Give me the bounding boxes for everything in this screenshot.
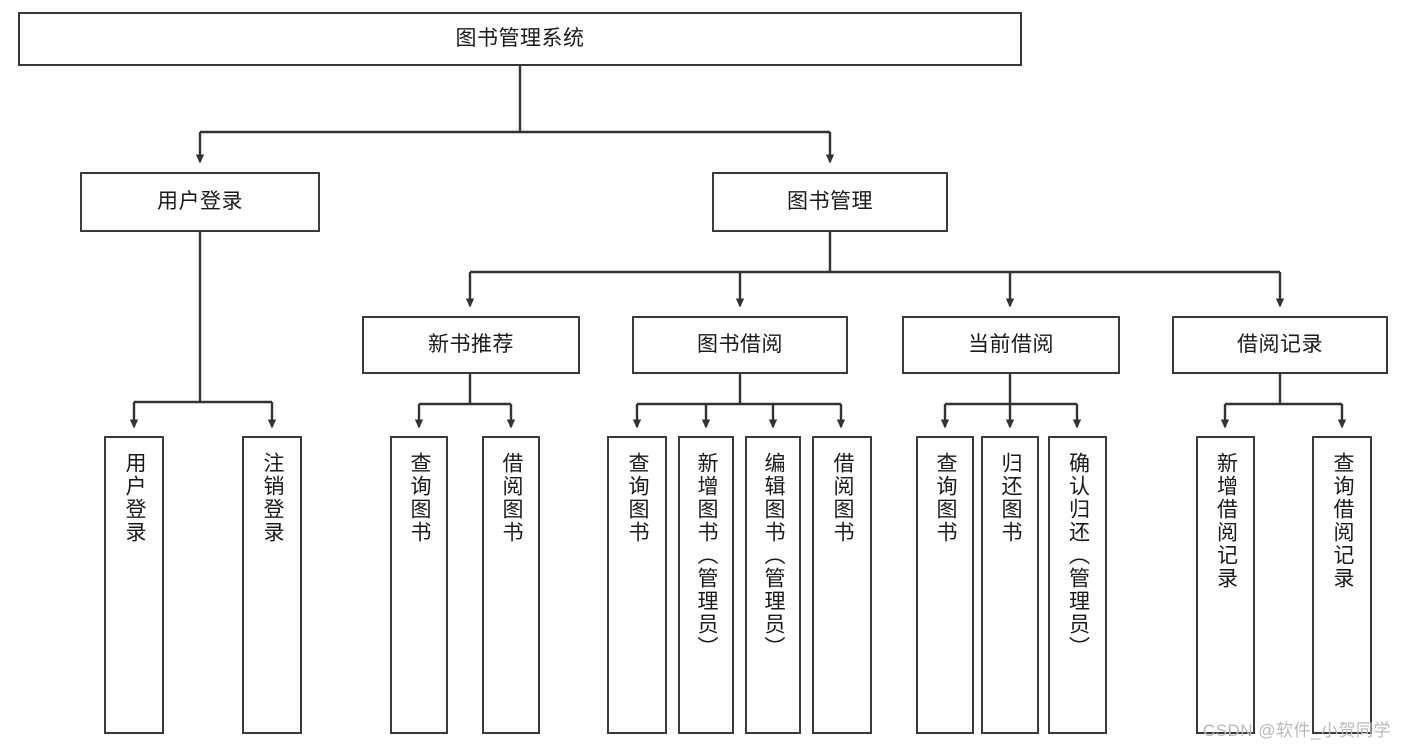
node-borrow-record[interactable]: 借阅记录: [1172, 316, 1388, 374]
leaf-query-book-recommend[interactable]: 查询图书: [390, 436, 448, 734]
leaf-user-login[interactable]: 用户登录: [104, 436, 164, 734]
node-label: 当前借阅: [968, 333, 1054, 357]
node-label: 借阅图书: [831, 452, 855, 544]
node-root[interactable]: 图书管理系统: [18, 12, 1022, 66]
node-label: 新书推荐: [428, 333, 514, 357]
node-label: 图书管理系统: [455, 27, 585, 51]
node-user-login[interactable]: 用户登录: [80, 172, 320, 232]
node-label: 查询借阅记录: [1331, 452, 1355, 590]
node-label: 注销登录: [261, 452, 285, 544]
node-label: 借阅记录: [1237, 333, 1323, 357]
leaf-query-book-borrow[interactable]: 查询图书: [607, 436, 667, 734]
node-label: 用户登录: [157, 190, 243, 214]
node-label: 借阅图书: [500, 452, 524, 544]
node-label: 查询图书: [934, 452, 958, 544]
node-label: 用户登录: [123, 452, 147, 544]
leaf-confirm-return-admin[interactable]: 确认归还（管理员）: [1048, 436, 1107, 734]
watermark: CSDN @软件_小贺同学: [1202, 721, 1391, 740]
node-label: 查询图书: [626, 452, 650, 544]
leaf-query-book-current[interactable]: 查询图书: [916, 436, 974, 734]
node-label: 图书借阅: [697, 333, 783, 357]
node-new-book-recommend[interactable]: 新书推荐: [362, 316, 580, 374]
leaf-edit-book-admin[interactable]: 编辑图书（管理员）: [745, 436, 801, 734]
node-current-borrow[interactable]: 当前借阅: [902, 316, 1120, 374]
node-label: 新增图书（管理员）: [695, 452, 719, 659]
leaf-add-book-admin[interactable]: 新增图书（管理员）: [678, 436, 734, 734]
leaf-borrow-book-recommend[interactable]: 借阅图书: [482, 436, 540, 734]
node-book-management[interactable]: 图书管理: [712, 172, 948, 232]
leaf-query-borrow-record[interactable]: 查询借阅记录: [1312, 436, 1372, 734]
leaf-logout[interactable]: 注销登录: [242, 436, 302, 734]
leaf-add-borrow-record[interactable]: 新增借阅记录: [1196, 436, 1255, 734]
node-label: 归还图书: [999, 452, 1023, 544]
leaf-return-book[interactable]: 归还图书: [981, 436, 1039, 734]
node-book-borrow[interactable]: 图书借阅: [632, 316, 848, 374]
node-label: 编辑图书（管理员）: [762, 452, 786, 659]
node-label: 新增借阅记录: [1214, 452, 1238, 590]
node-label: 确认归还（管理员）: [1066, 452, 1090, 659]
leaf-borrow-book[interactable]: 借阅图书: [812, 436, 872, 734]
node-label: 图书管理: [787, 190, 873, 214]
node-label: 查询图书: [408, 452, 432, 544]
